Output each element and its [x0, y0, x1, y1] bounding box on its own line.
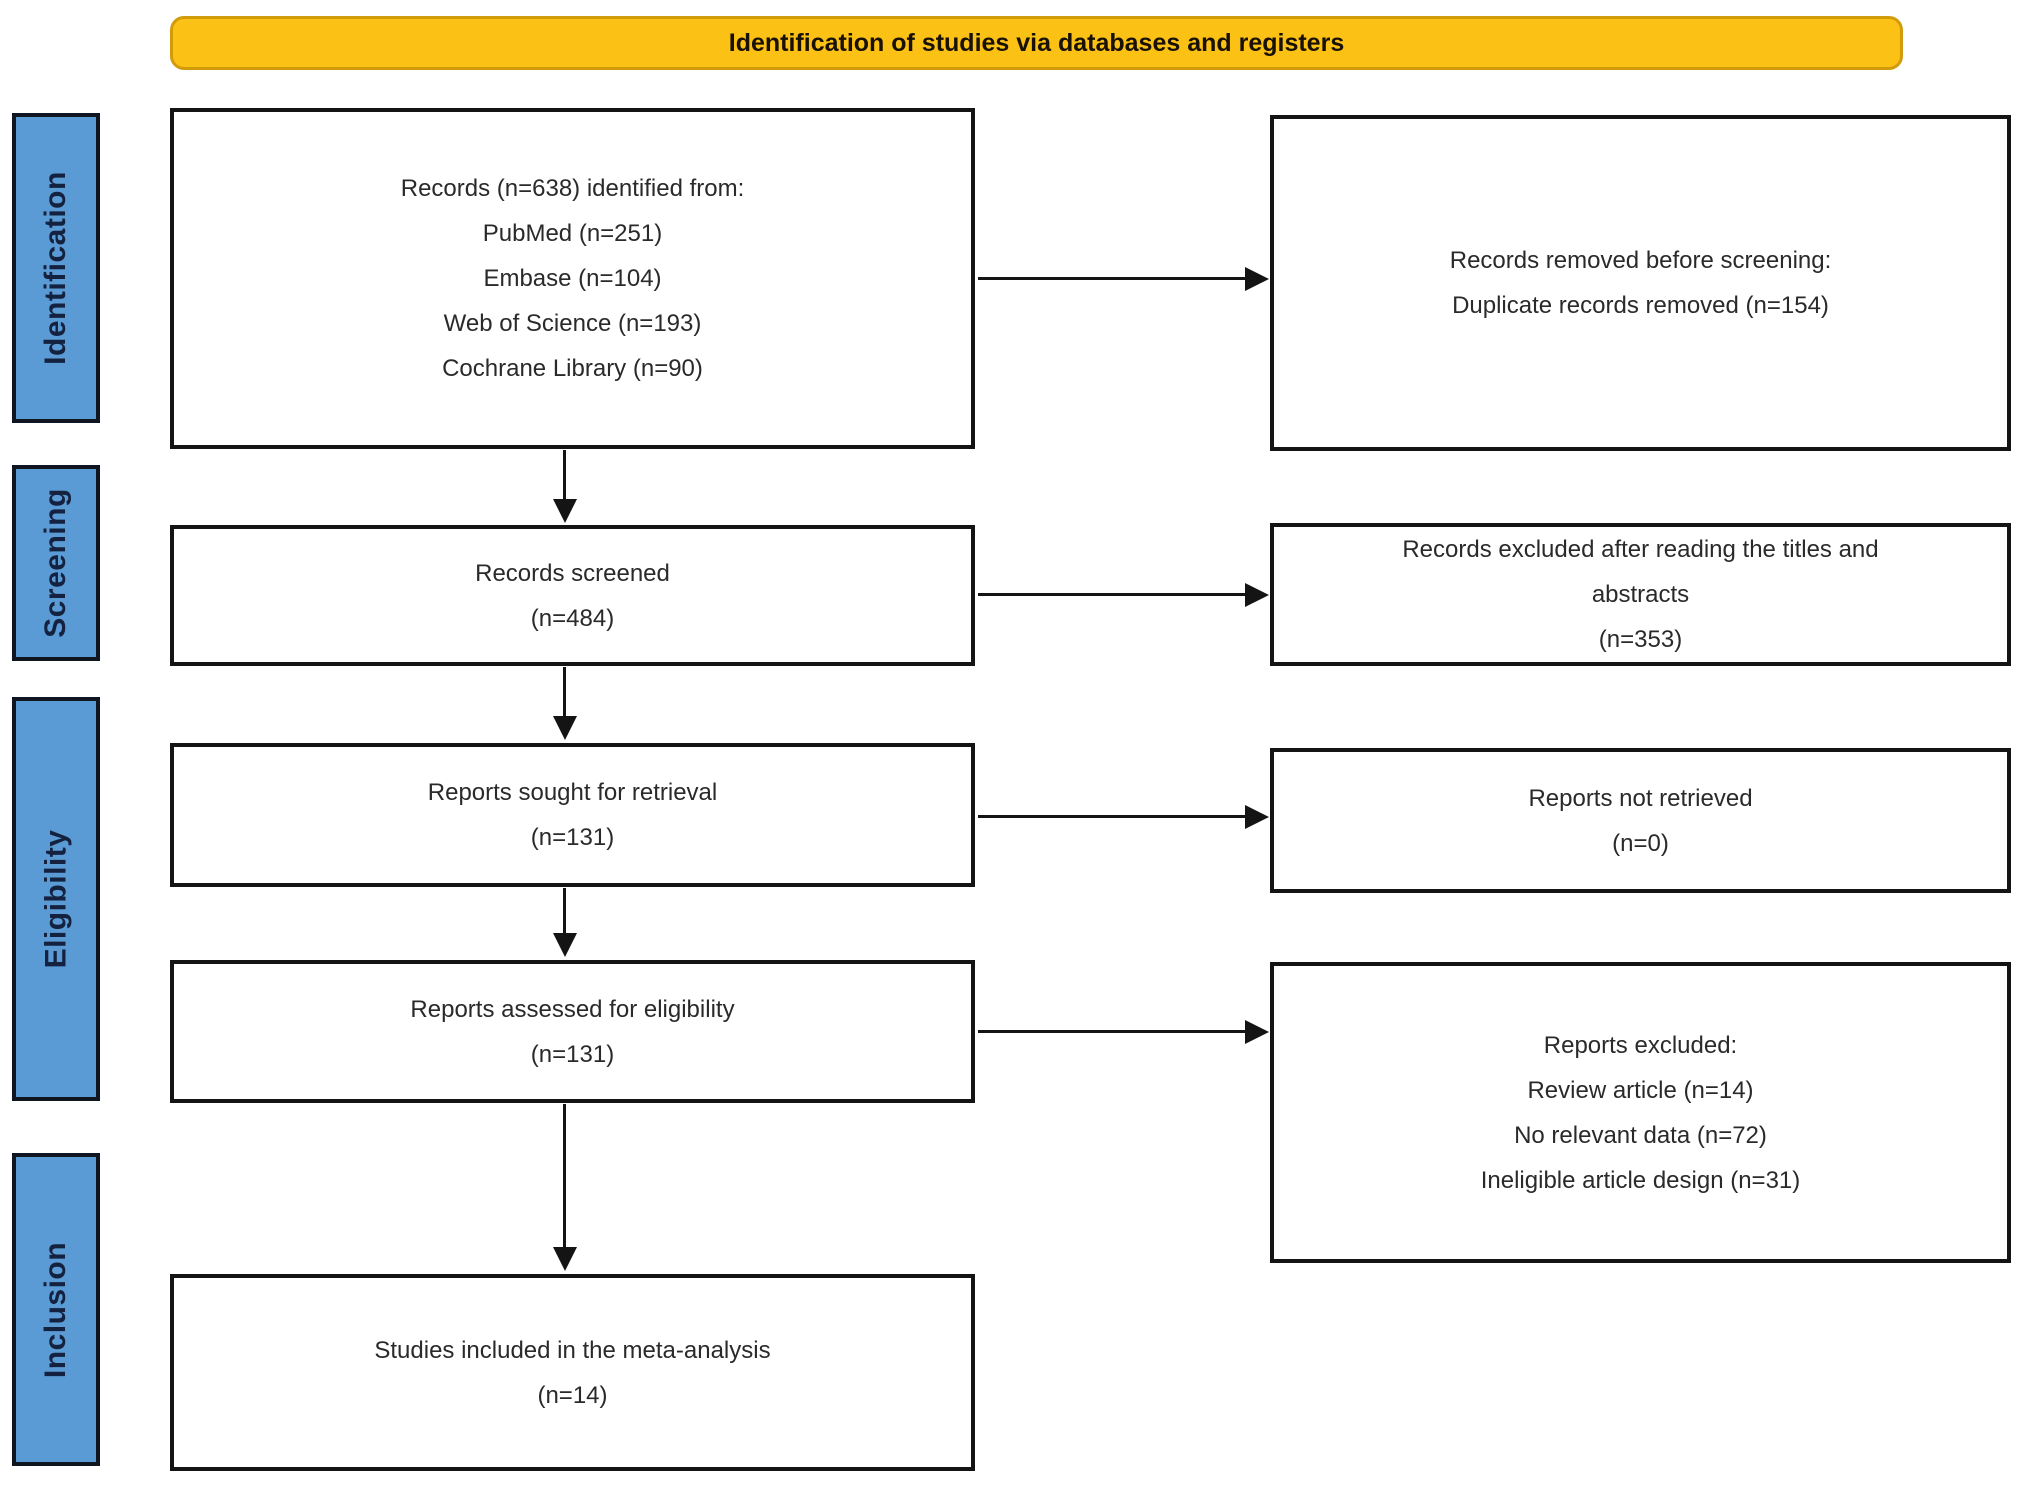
- box-line: No relevant data (n=72): [1514, 1121, 1767, 1149]
- stage-label-eligibility: Eligibility: [12, 697, 100, 1101]
- box-line: PubMed (n=251): [482, 220, 663, 247]
- box-line: Web of Science (n=193): [443, 310, 702, 337]
- box-line: Reports not retrieved: [1528, 784, 1753, 812]
- box-reports-excluded: Reports excluded: Review article (n=14) …: [1270, 962, 2011, 1263]
- stage-label-text: Identification: [39, 171, 73, 365]
- box-records-excluded: Records excluded after reading the title…: [1270, 523, 2011, 666]
- stage-label-text: Eligibility: [39, 829, 73, 969]
- box-line: (n=131): [530, 1040, 615, 1068]
- stage-label-screening: Screening: [12, 465, 100, 661]
- box-line: Records excluded after reading the title…: [1402, 536, 1879, 608]
- box-line: (n=484): [530, 604, 615, 632]
- box-reports-sought: Reports sought for retrieval (n=131): [170, 743, 975, 887]
- box-line: Reports excluded:: [1543, 1031, 1738, 1059]
- box-line: Embase (n=104): [483, 265, 662, 292]
- box-reports-assessed: Reports assessed for eligibility (n=131): [170, 960, 975, 1103]
- stage-label-text: Inclusion: [39, 1241, 72, 1378]
- arrow-screened-to-excluded: [978, 593, 1246, 596]
- arrow-identified-to-screened: [563, 450, 566, 500]
- box-line: Records removed before screening:: [1449, 247, 1832, 274]
- arrow-assessed-to-included: [563, 1104, 566, 1248]
- box-line: Reports sought for retrieval: [427, 779, 718, 806]
- box-line: (n=14): [537, 1381, 608, 1409]
- box-line: Review article (n=14): [1527, 1076, 1754, 1104]
- banner-title: Identification of studies via databases …: [170, 16, 1903, 70]
- arrow-sought-to-not-retrieved: [978, 815, 1246, 818]
- box-studies-included: Studies included in the meta-analysis (n…: [170, 1274, 975, 1471]
- stage-label-inclusion: Inclusion: [12, 1153, 100, 1466]
- box-records-screened: Records screened (n=484): [170, 525, 975, 666]
- box-line: Records screened: [475, 559, 670, 587]
- box-line: Cochrane Library (n=90): [442, 355, 703, 382]
- box-line: (n=353): [1598, 626, 1683, 653]
- arrow-assessed-to-reports-excluded: [978, 1030, 1246, 1033]
- box-line: (n=131): [530, 824, 615, 851]
- arrow-screened-to-sought: [563, 667, 566, 717]
- arrow-sought-to-assessed: [563, 888, 566, 934]
- stage-label-identification: Identification: [12, 113, 100, 423]
- box-line: Studies included in the meta-analysis: [374, 1336, 771, 1364]
- box-records-removed: Records removed before screening: Duplic…: [1270, 115, 2011, 451]
- box-reports-not-retrieved: Reports not retrieved (n=0): [1270, 748, 2011, 893]
- box-line: Ineligible article design (n=31): [1480, 1166, 1801, 1194]
- box-line: (n=0): [1612, 829, 1669, 857]
- box-line: Reports assessed for eligibility: [410, 995, 735, 1023]
- box-records-identified: Records (n=638) identified from: PubMed …: [170, 108, 975, 449]
- arrow-identified-to-removed: [978, 277, 1246, 280]
- box-line: Duplicate records removed (n=154): [1452, 292, 1829, 319]
- box-line: Records (n=638) identified from:: [400, 175, 745, 202]
- stage-label-text: Screening: [39, 488, 72, 638]
